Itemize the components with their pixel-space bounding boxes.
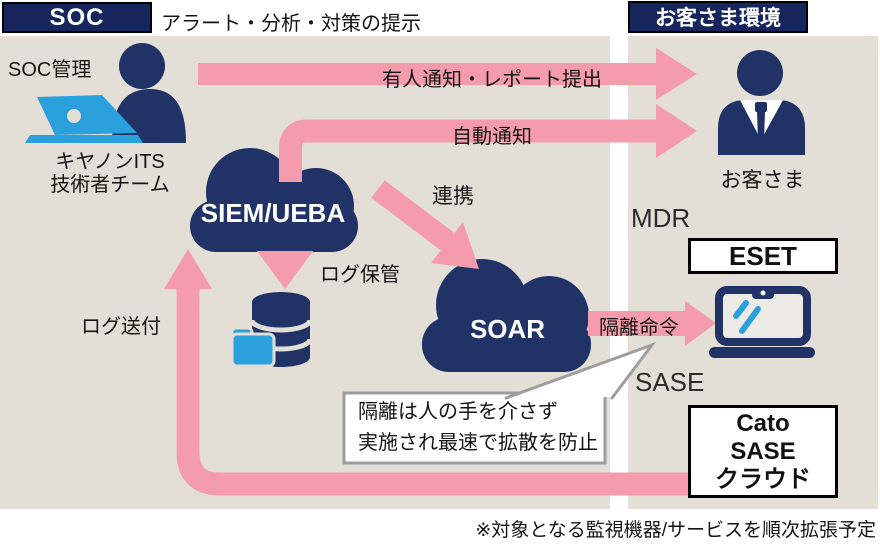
mdr-label: MDR <box>631 203 691 233</box>
diagram-title: アラート・分析・対策の提示 <box>161 13 421 35</box>
customer-env-header-label: お客さま環境 <box>655 7 781 30</box>
soar-cloud-icon <box>422 259 591 372</box>
customer-person-icon <box>718 50 805 155</box>
auto-notify-label: 自動通知 <box>452 126 532 148</box>
eset-label: ESET <box>729 240 797 271</box>
callout-bubble <box>342 341 657 465</box>
team-name-line2: 技術者チーム <box>50 174 170 196</box>
manned-report-label: 有人通知・レポート提出 <box>382 69 602 91</box>
callout-line2: 実施され最速で拡散を防止 <box>358 432 598 454</box>
team-name-line1: キヤノンITS <box>55 151 165 173</box>
endpoint-laptop-icon <box>709 286 815 358</box>
cato-sase-cloud-box: Cato SASE クラウド <box>688 405 838 498</box>
siem-ueba-cloud-icon <box>190 148 358 252</box>
eset-box: ESET <box>688 238 838 274</box>
customer-env-header-box: お客さま環境 <box>628 1 808 33</box>
soc-header-box: SOC <box>2 2 152 33</box>
cato-box-line1: Cato <box>736 409 790 437</box>
auto-notify-arrow <box>279 104 697 182</box>
cooperation-label: 連携 <box>432 185 474 208</box>
log-send-arrow <box>164 249 688 496</box>
callout-text: 隔離は人の手を介さず 実施され最速で拡散を防止 <box>346 397 614 459</box>
isolate-command-label: 隔離命令 <box>599 317 679 339</box>
callout-line1: 隔離は人の手を介さず <box>358 401 558 423</box>
cato-box-line3: クラウド <box>715 465 811 493</box>
analyst-at-laptop-icon <box>25 43 186 143</box>
footnote: ※対象となる監視機器/サービスを順次拡張予定 <box>475 520 876 541</box>
customer-person-label: お客さま <box>720 169 805 192</box>
soc-admin-label: SOC管理 <box>8 59 92 81</box>
cooperation-arrow <box>371 180 479 269</box>
log-store-label: ログ保管 <box>320 264 400 286</box>
manned-report-arrow <box>198 48 697 100</box>
folder-icon <box>230 326 276 368</box>
isolate-command-arrow <box>588 301 716 346</box>
siem-ueba-label: SIEM/UEBA <box>200 198 346 228</box>
log-database-icon <box>230 292 313 368</box>
log-send-label: ログ送付 <box>81 316 161 338</box>
log-store-arrow <box>257 251 313 289</box>
soc-header-label: SOC <box>49 3 105 31</box>
soar-label: SOAR <box>469 314 546 344</box>
flow-arrows <box>164 48 716 496</box>
cato-box-line2: SASE <box>730 437 796 465</box>
sase-label: SASE <box>635 367 705 397</box>
